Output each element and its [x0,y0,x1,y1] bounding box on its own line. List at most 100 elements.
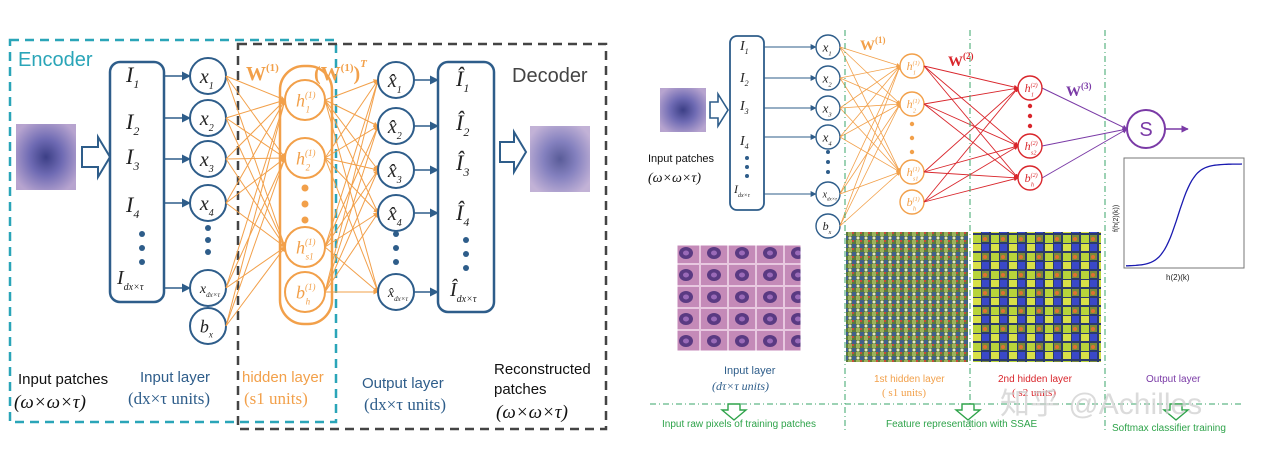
left-enc-edge-4-2 [225,246,286,289]
right-x-bias-node-label: bx [823,219,832,236]
right-input-label-4: I4 [739,134,749,151]
left-enc-edge-1-1 [225,117,286,159]
left-x-node-4-label: x4 [199,193,214,219]
left-enc-edge-5-1 [225,157,286,327]
left-input-label-1: I1 [125,62,139,91]
left-input-layer-cap-1: Input layer [140,369,210,386]
right-h1-node-1-label: h(1)1 [907,59,920,76]
left-enc-edge-2-1 [225,155,286,161]
left-panel: Encoder Decoder I1 I2 I3 I4 Idx×τ x1x2x3… [8,38,608,431]
bottom-arrow-1 [720,403,748,421]
right-h2-node-2-circle [1017,133,1043,159]
left-dec-edge-3-1 [324,125,380,293]
right-cap-h2-1: 2nd hidden layer [998,374,1073,385]
left-output-labels: Î1 Î2 Î3 Î4 Îdx×τ [449,66,477,305]
right-h2-bias-node: b(2)h [1017,165,1043,191]
right-w2-edge-2-0 [923,87,1019,173]
left-input-label-last: Idx×τ [116,267,144,293]
left-enc-edge-0-1 [225,75,286,159]
left-hidden-bias-node-circle [284,271,326,313]
right-h1-node-2-label: h(1)2 [907,97,920,114]
left-x-dot [205,225,211,231]
input-patch-grid [674,242,804,354]
left-x-node-1-label: x1 [199,66,214,92]
left-hidden-layer-cap-1: hidden layer [242,369,324,386]
decoder-box [236,42,608,431]
left-x-node-last-circle [189,269,227,307]
right-x-dot [826,170,830,174]
left-output-label-3: Î3 [455,150,469,179]
right-h1-bias-node-label: b(1)h [907,195,920,212]
left-input-label-3: I3 [125,144,139,173]
right-w1-edge-3-2 [839,136,901,173]
left-enc-edge-4-0 [225,99,287,289]
left-x-bias-node-label: bx [200,316,213,339]
left-xhat-dot [393,259,399,265]
right-w1-edge-5-2 [839,171,901,227]
left-enc-edge-3-0 [225,99,286,204]
right-x-node-1: x1 [815,34,841,60]
left-dec-edge-1-0 [324,79,379,159]
left-input-patches-2: (ω×ω×τ) [14,392,86,413]
right-x-node-1-label: x1 [822,40,832,58]
right-w2-edge-0-1 [923,65,1019,147]
right-h2-node-2-label: h(2)s2 [1025,139,1038,156]
right-w1-edge-5-0 [839,65,901,227]
right-w1-edge-4-0 [839,65,901,195]
left-enc-edge-0-2 [225,75,286,248]
left-input-dots [139,231,145,265]
left-output-label-1: Î1 [455,66,469,95]
left-xhat-dot [393,231,399,237]
right-w2-edge-1-0 [923,86,1019,105]
right-x-node-last: xdx×τ [815,181,841,207]
left-x-node-3-label: x3 [199,149,214,175]
left-input-patches-1: Input patches [18,371,108,388]
left-dec-edge-0-3 [324,99,379,214]
right-cap-h1-1: 1st hidden layer [874,374,945,385]
left-dec-edge-0-0 [324,79,379,101]
left-enc-edge-3-2 [225,202,286,248]
right-w1-edge-4-2 [839,171,901,195]
right-w2-edge-0-0 [923,65,1019,90]
sigmoid-ylabel: f(h(2)(k)) [1113,205,1120,232]
right-w1-edge-4-1 [839,103,901,195]
right-input-label-last: Idx×τ [733,182,751,199]
right-h1-dot [909,135,915,141]
left-dec-edge-0-2 [324,99,379,171]
left-x-node-2-label: x2 [199,108,214,134]
left-input-label-2: I2 [125,109,139,138]
left-hidden-node-1-circle [284,79,326,121]
left-dec-edge-3-2 [324,169,379,293]
left-hidden-node-2-circle [284,137,326,179]
right-w1-edge-3-1 [839,103,901,138]
right-w1-edge-3-0 [839,65,901,138]
right-x-node-4-label: x4 [822,130,833,148]
right-w2-edge-1-2 [923,103,1019,179]
left-enc-edge-4-1 [225,157,286,289]
first-hidden-features-image [846,232,968,362]
left-xhat-node-2: x̂2 [377,107,415,145]
right-x-node-2: x2 [815,65,841,91]
left-x-bias-node: bx [189,307,227,345]
right-input-labels: I1 I2 I3 I4 Idx×τ [733,39,751,199]
right-h2-nodes: h(2)1h(2)s2b(2)h [923,65,1128,203]
right-h2-bias-node-circle [1017,165,1043,191]
left-x-dot [205,237,211,243]
left-xhat-dot [393,245,399,251]
left-hidden-dots [301,184,309,224]
sigmoid-plot: f(h(2)(k)) h(2)(k) [1113,157,1245,282]
right-input-layer-box [729,35,765,211]
right-w3-label: W(3) [1066,81,1092,100]
right-w2-edge-2-2 [923,171,1019,180]
left-xhat-node-2-label: x̂2 [387,116,402,142]
left-dec-edge-0-1 [324,99,379,127]
right-h2-dot [1027,103,1033,109]
left-dec-edge-2-0 [324,79,380,248]
right-w3-edge-0 [1041,87,1128,130]
left-dec-edge-1-4 [324,157,379,293]
right-h1-node-2: h(1)2 [899,91,925,117]
right-h1-dot [909,121,915,127]
left-output-dots [463,237,469,271]
